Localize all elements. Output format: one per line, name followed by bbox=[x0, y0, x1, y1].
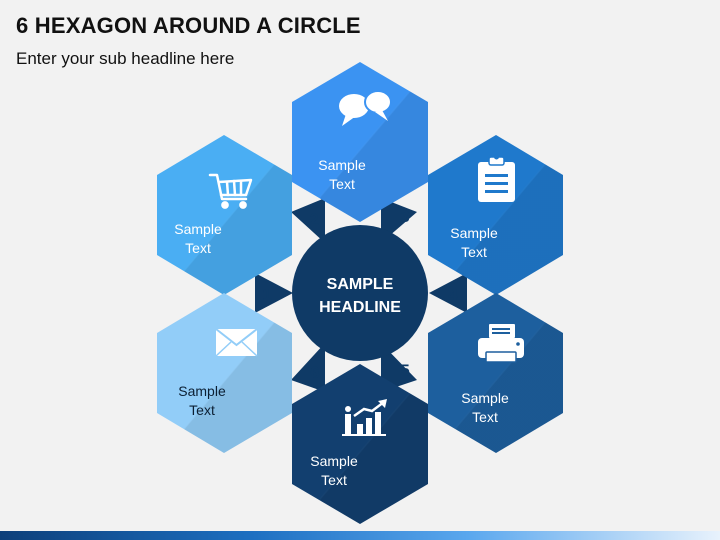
connectors bbox=[255, 198, 467, 392]
hexagon-1 bbox=[157, 135, 292, 295]
chat-bubbles-icon bbox=[339, 90, 392, 126]
growth-chart-icon bbox=[342, 399, 387, 436]
connector-arrow bbox=[381, 343, 417, 392]
cart-icon bbox=[208, 173, 253, 209]
hexagon-2-text-line2: Text bbox=[329, 176, 355, 192]
hexagon-2-text-line1: Sample bbox=[318, 157, 366, 173]
hexagon-3 bbox=[428, 135, 563, 295]
printer-icon bbox=[478, 324, 524, 363]
hexagon-1-text-line1: Sample bbox=[174, 221, 222, 237]
step-number-6: 6 bbox=[310, 363, 319, 382]
hexagon-4-text-line2: Text bbox=[472, 409, 498, 425]
step-number-5: 5 bbox=[400, 361, 409, 380]
page-title: 6 HEXAGON AROUND A CIRCLE bbox=[16, 13, 361, 38]
step-number-3: 3 bbox=[400, 207, 409, 226]
footer-gradient-bar bbox=[0, 531, 720, 540]
hexagon-5-text-line1: Sample bbox=[310, 453, 358, 469]
hexagon-3-shade bbox=[428, 135, 563, 295]
hexagon-6-text-line2: Text bbox=[189, 402, 215, 418]
hexagon-3-text-line1: Sample bbox=[450, 225, 498, 241]
clipboard-icon bbox=[478, 154, 515, 202]
envelope-icon bbox=[215, 328, 258, 357]
hexagon-2 bbox=[292, 62, 428, 222]
step-number-2: 2 bbox=[309, 210, 318, 229]
hexagon-3-text-line2: Text bbox=[461, 244, 487, 260]
connector-arrow bbox=[381, 198, 417, 243]
hexagon-6-text-line1: Sample bbox=[178, 383, 226, 399]
connector-arrow bbox=[291, 343, 325, 392]
hexagon-1-text-line2: Text bbox=[185, 240, 211, 256]
step-number-4: 4 bbox=[448, 285, 458, 304]
page-subtitle: Enter your sub headline here bbox=[16, 49, 235, 68]
connector-arrow bbox=[429, 273, 467, 313]
hexagon-4-text-line1: Sample bbox=[461, 390, 509, 406]
step-number-1: 1 bbox=[262, 285, 271, 304]
center-headline-line1: SAMPLE bbox=[327, 276, 394, 293]
hexagon-4-shade bbox=[428, 293, 563, 453]
hexagon-5 bbox=[292, 364, 428, 524]
hexagon-5-text-line2: Text bbox=[321, 472, 347, 488]
connector-arrow bbox=[291, 198, 325, 243]
hexagon-2-shade bbox=[292, 62, 428, 222]
hexagon-1-shade bbox=[157, 135, 292, 295]
hexagon-5-shade bbox=[292, 364, 428, 524]
center-headline-line2: HEADLINE bbox=[319, 299, 401, 316]
center-circle bbox=[292, 225, 428, 361]
connector-arrow bbox=[255, 273, 293, 313]
hexagon-6 bbox=[157, 293, 292, 453]
hexagon-6-shade bbox=[157, 293, 292, 453]
hexagon-4 bbox=[428, 293, 563, 453]
